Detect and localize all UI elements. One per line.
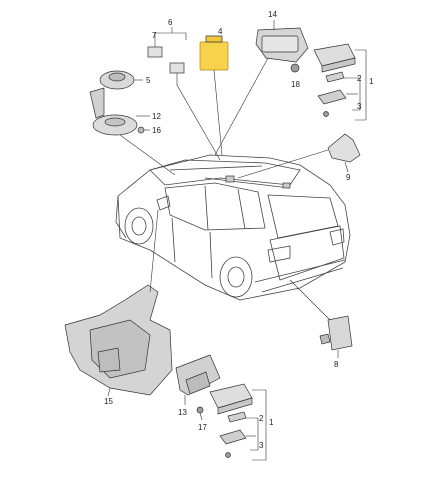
callout-17: 17 bbox=[198, 423, 207, 432]
part-module-4-highlighted bbox=[199, 35, 229, 156]
part-antenna-9 bbox=[237, 133, 361, 179]
callout-16: 16 bbox=[152, 126, 161, 135]
vehicle-illustration bbox=[115, 154, 351, 301]
callout-9: 9 bbox=[346, 173, 351, 182]
callout-6: 6 bbox=[168, 18, 173, 27]
callout-18: 18 bbox=[291, 80, 300, 89]
callout-1-upper: 1 bbox=[369, 77, 374, 86]
part-bracket-12 bbox=[89, 87, 176, 176]
part-bracket-15 bbox=[64, 209, 173, 397]
part-control-unit-1-upper bbox=[313, 43, 356, 117]
callout-15: 15 bbox=[104, 397, 113, 406]
part-module-14 bbox=[214, 20, 309, 156]
callout-7: 7 bbox=[152, 31, 157, 40]
callout-2-upper: 2 bbox=[357, 74, 362, 83]
callout-14: 14 bbox=[268, 10, 277, 19]
callout-1-lower: 1 bbox=[269, 418, 274, 427]
callout-4: 4 bbox=[218, 27, 223, 36]
callout-13: 13 bbox=[178, 408, 187, 417]
callout-5: 5 bbox=[146, 76, 151, 85]
part-module-8 bbox=[289, 279, 353, 358]
callout-3-upper: 3 bbox=[357, 102, 362, 111]
part-cover-13 bbox=[175, 354, 221, 405]
callout-2-lower: 2 bbox=[259, 414, 264, 423]
callout-3-lower: 3 bbox=[259, 441, 264, 450]
part-control-unit-1-lower bbox=[209, 383, 253, 458]
part-speaker-5 bbox=[99, 70, 143, 90]
part-screw-16 bbox=[137, 126, 150, 134]
callout-8: 8 bbox=[334, 360, 339, 369]
part-grommet-18 bbox=[290, 63, 300, 73]
part-screw-17 bbox=[196, 406, 204, 421]
callout-12: 12 bbox=[152, 112, 161, 121]
